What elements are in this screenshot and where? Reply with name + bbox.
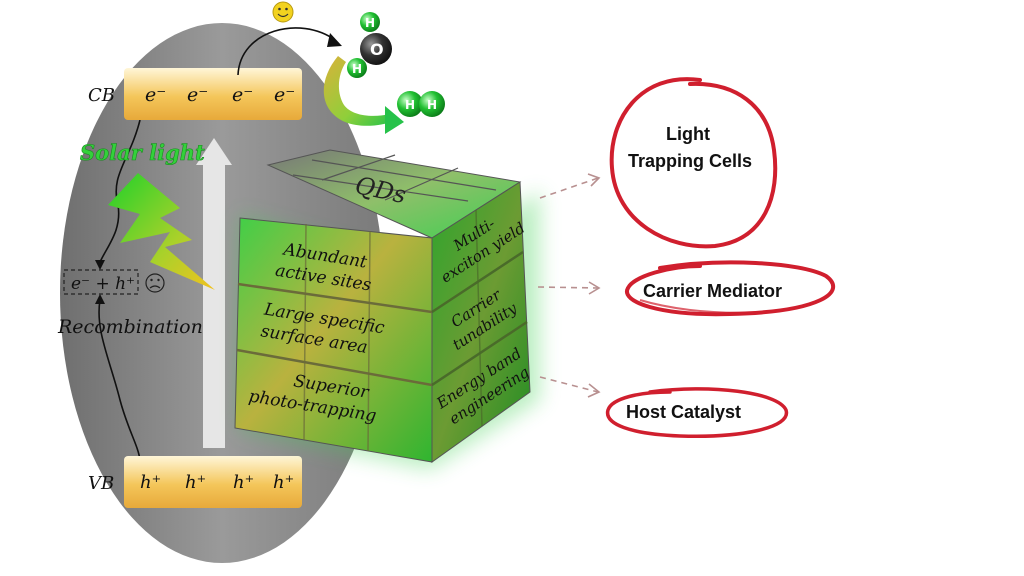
callout-arrow-3 [539, 376, 599, 393]
cube-side-face [431, 181, 531, 463]
hydrogen-h-2: H [427, 98, 437, 112]
electron-3: e⁻ [232, 84, 253, 106]
recombination-label: Recombination [57, 316, 203, 338]
conduction-band: CB e⁻ e⁻ e⁻ e⁻ [88, 68, 302, 120]
recombination-arrowhead-top [95, 260, 105, 270]
reaction-swoosh-arrowhead [385, 106, 404, 134]
vb-label: VB [88, 473, 114, 494]
host-catalyst-callout: Host Catalyst [605, 387, 789, 439]
callout-arrows [537, 173, 601, 398]
hole-3: h⁺ [233, 472, 254, 493]
recombination-arrowhead-bottom [95, 294, 105, 304]
valence-band: VB h⁺ h⁺ h⁺ h⁺ [88, 456, 302, 508]
light-trapping-line-1: Light [666, 124, 710, 144]
hydrogen-h-1: H [405, 98, 415, 112]
host-catalyst-text: Host Catalyst [626, 402, 741, 422]
electron-1: e⁻ [145, 84, 166, 106]
sad-face-icon [145, 273, 165, 293]
electron-transfer-arrow [237, 27, 336, 76]
hydrogen-molecule: H H [397, 91, 445, 117]
reaction-swoosh [323, 56, 392, 126]
hole-2: h⁺ [185, 472, 206, 493]
water-molecule: H O H [347, 12, 392, 78]
carrier-mediator-callout: Carrier Mediator [625, 260, 836, 317]
electron-4: e⁻ [274, 84, 295, 106]
light-trapping-line-2: Trapping Cells [628, 151, 752, 171]
solar-light-label: Solar light [80, 140, 205, 165]
recombination-pair: e⁻ + h⁺ [63, 269, 165, 295]
light-trapping-callout: Light Trapping Cells [609, 77, 778, 249]
lightning-bolt-icon [108, 173, 215, 290]
callout-arrowhead-3 [587, 383, 601, 398]
callout-arrowhead-1 [587, 173, 601, 187]
hole-4: h⁺ [273, 472, 294, 493]
carrier-mediator-text: Carrier Mediator [643, 281, 782, 301]
water-h-2: H [352, 62, 362, 76]
qds-cube: QDs Abundant active sites Large specific… [234, 149, 540, 470]
water-o: O [370, 40, 384, 59]
excitation-arrow [196, 138, 232, 448]
callout-arrow-2 [537, 286, 599, 289]
water-h-1: H [365, 16, 375, 30]
callout-arrowhead-2 [588, 281, 601, 295]
recombination-pair-text: e⁻ + h⁺ [71, 274, 135, 294]
callout-arrow-1 [539, 177, 599, 199]
hole-1: h⁺ [140, 472, 161, 493]
electron-2: e⁻ [187, 84, 208, 106]
smiley-icon [272, 1, 294, 23]
cb-label: CB [88, 85, 115, 106]
electron-transfer-arrowhead [327, 33, 342, 47]
